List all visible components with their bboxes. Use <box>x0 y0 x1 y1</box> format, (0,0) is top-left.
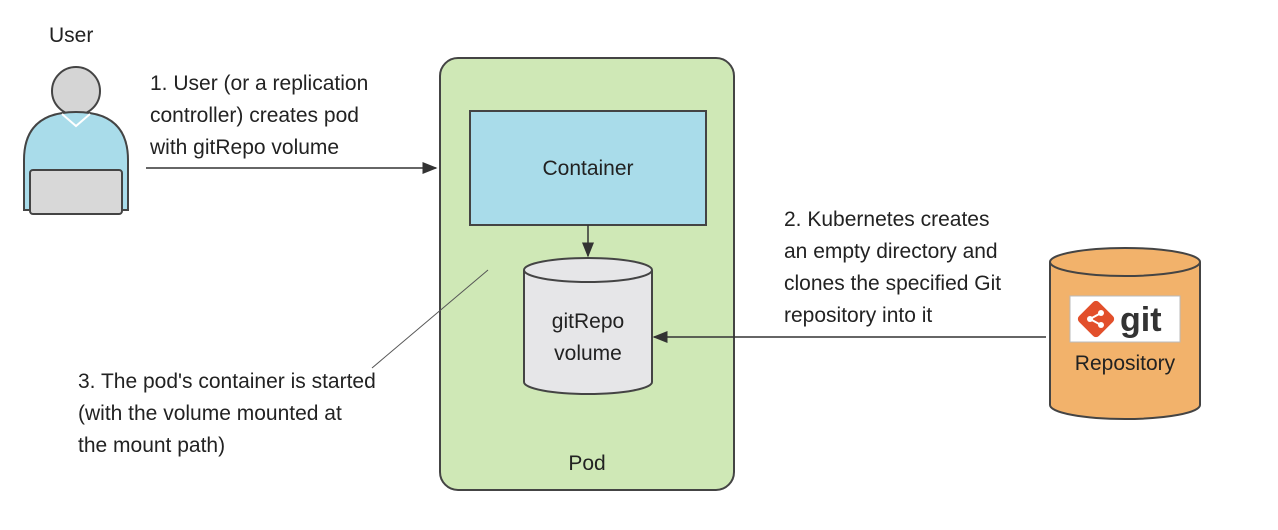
volume-label-line: gitRepo <box>551 310 625 333</box>
pod-label: Pod <box>568 452 606 475</box>
step3-line: 3. The pod's container is started <box>78 370 376 393</box>
volume-cylinder <box>523 257 653 395</box>
step1-text: 1. User (or a replication controller) cr… <box>150 68 368 164</box>
git-logo-text: git <box>1120 301 1162 339</box>
step1-line: 1. User (or a replication <box>150 72 369 95</box>
repository-label: Repository <box>1074 352 1176 375</box>
git-logo: git <box>1069 295 1181 343</box>
user-figure <box>23 66 129 215</box>
step2-line: 2. Kubernetes creates <box>784 208 990 231</box>
step1-line: with gitRepo volume <box>150 136 340 159</box>
user-label: User <box>49 24 94 47</box>
step3-line: the mount path) <box>78 434 226 457</box>
step2-line: repository into it <box>784 304 933 327</box>
step3-line: (with the volume mounted at <box>78 402 342 425</box>
step2-line: clones the specified Git <box>784 272 1002 295</box>
volume-label-line: volume <box>554 342 622 365</box>
container-box <box>469 110 707 226</box>
leader-line-step3 <box>371 269 489 369</box>
step1-line: controller) creates pod <box>150 104 359 127</box>
step3-text: 3. The pod's container is started (with … <box>78 366 376 462</box>
laptop <box>29 169 123 215</box>
user-collar <box>61 113 91 128</box>
container-label: Container <box>542 157 634 180</box>
step2-text: 2. Kubernetes creates an empty directory… <box>784 204 1001 332</box>
step2-line: an empty directory and <box>784 240 998 263</box>
user-head <box>51 66 101 116</box>
volume-label: gitRepo volume <box>524 306 652 370</box>
